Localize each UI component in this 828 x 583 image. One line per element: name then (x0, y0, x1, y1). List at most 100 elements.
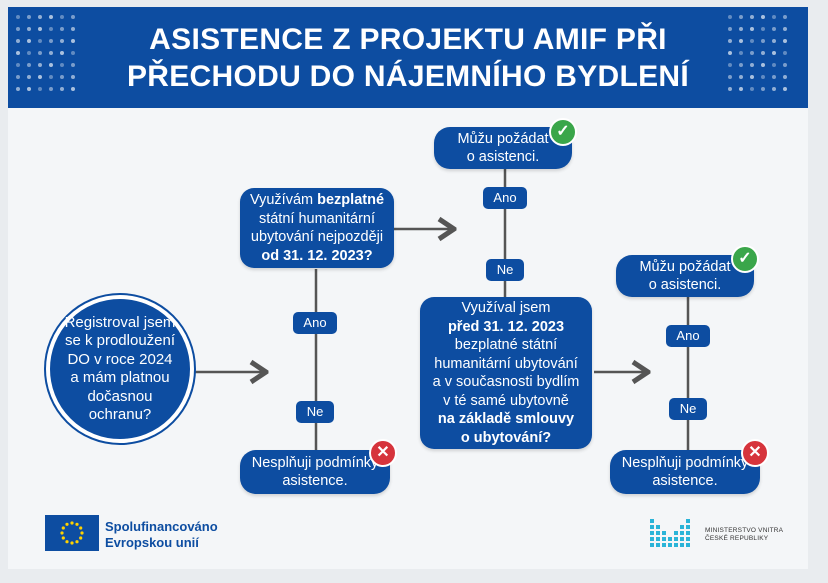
decorative-dot (49, 15, 53, 19)
eu-line-2: Evropskou unií (105, 535, 199, 550)
q2-line-2-bold: před 31. 12. 2023 (447, 318, 565, 335)
decorative-dot (38, 63, 42, 67)
decorative-dot (49, 51, 53, 55)
decorative-dot (71, 63, 75, 67)
q1-line-1: Využívám bezplatné (250, 191, 384, 210)
mv-line-1: MINISTERSTVO VNITRA (705, 527, 784, 534)
title-line-1: ASISTENCE Z PROJEKTU AMIF PŘI (149, 23, 667, 56)
decorative-dot (772, 27, 776, 31)
decorative-dot (761, 75, 765, 79)
q2-line-7-bold: na základě smlouvy (437, 411, 575, 427)
decorative-dot (60, 27, 64, 31)
q2-line-7: na základě smlouvy (438, 410, 574, 429)
label-no: Ne (486, 259, 524, 281)
decorative-dot (728, 75, 732, 79)
decorative-dot (761, 27, 765, 31)
q1-line-4: od 31. 12. 2023? (261, 247, 372, 266)
decorative-dot (16, 75, 20, 79)
q1-line-1-bold: bezplatné (317, 192, 385, 208)
decorative-dot (49, 75, 53, 79)
decorative-dot (728, 27, 732, 31)
decorative-dot (38, 51, 42, 55)
decorative-dot (783, 51, 787, 55)
decorative-dot (783, 39, 787, 43)
decorative-dot (49, 27, 53, 31)
decorative-dot (783, 87, 787, 91)
decorative-dot (71, 39, 75, 43)
q1-line-1-pre: Využívám (249, 192, 318, 208)
decorative-dot (38, 27, 42, 31)
q1-line-3: ubytování nejpozději (250, 229, 384, 245)
decorative-dot (71, 27, 75, 31)
decorative-dot (728, 51, 732, 55)
yes2-line-2: o asistenci. (648, 277, 722, 293)
decorative-dot (71, 51, 75, 55)
eu-stars-icon (60, 521, 84, 545)
decorative-dot (49, 63, 53, 67)
decorative-dot (772, 75, 776, 79)
decorative-dot (750, 39, 754, 43)
decorative-dot (60, 75, 64, 79)
label-yes: Ano (483, 187, 527, 209)
decorative-dot (761, 87, 765, 91)
decorative-dot (750, 63, 754, 67)
decorative-dot (38, 87, 42, 91)
result-not-eligible-2: Nesplňuji podmínky asistence. (610, 450, 760, 494)
decorative-dot (27, 39, 31, 43)
decorative-dot (783, 27, 787, 31)
decorative-dot (16, 51, 20, 55)
result-not-eligible-1: Nesplňuji podmínky asistence. (240, 450, 390, 494)
no1-line-1: Nesplňuji podmínky (251, 454, 379, 471)
decorative-dot (728, 63, 732, 67)
decorative-dot (761, 39, 765, 43)
label-yes: Ano (293, 312, 337, 334)
q1-line-2: státní humanitární (258, 210, 376, 227)
decorative-dot (60, 39, 64, 43)
start-line-5: dočasnou (87, 387, 153, 405)
no2-line-2: asistence. (652, 473, 718, 489)
decorative-dot (60, 87, 64, 91)
q2-line-4: humanitární ubytování (434, 355, 578, 372)
decorative-dot (772, 39, 776, 43)
decorative-dot (71, 87, 75, 91)
eu-flag-logo (45, 515, 99, 551)
decorative-dot (761, 15, 765, 19)
decorative-dot (772, 63, 776, 67)
page-title: ASISTENCE Z PROJEKTU AMIF PŘI PŘECHODU D… (98, 21, 718, 95)
decorative-dot (750, 27, 754, 31)
ministry-name: MINISTERSTVO VNITRA ČESKÉ REPUBLIKY (705, 527, 783, 543)
start-line-4: a mám platnou (70, 369, 170, 386)
label-yes: Ano (666, 325, 710, 347)
check-icon: ✓ (731, 245, 759, 273)
decorative-dot (16, 63, 20, 67)
decorative-dot (739, 87, 743, 91)
mv-line-2: ČESKÉ REPUBLIKY (705, 535, 769, 542)
cross-icon: ✕ (741, 439, 769, 467)
start-line-6: ochranu? (88, 406, 152, 423)
decorative-dot (27, 75, 31, 79)
decorative-dot (728, 39, 732, 43)
decorative-dot (27, 87, 31, 91)
start-line-2: se k prodloužení (64, 332, 176, 349)
header-banner: ASISTENCE Z PROJEKTU AMIF PŘI PŘECHODU D… (8, 7, 808, 108)
q2-line-6: v té samé ubytovně (443, 392, 569, 409)
check-icon: ✓ (549, 118, 577, 146)
label-no: Ne (669, 398, 707, 420)
decorative-dot (27, 51, 31, 55)
decorative-dot (27, 63, 31, 67)
question-registration: Registroval jsem se k prodloužení DO v r… (46, 295, 194, 443)
decorative-dot (739, 27, 743, 31)
decorative-dot (60, 63, 64, 67)
start-line-1: Registroval jsem (64, 313, 176, 331)
infographic: ASISTENCE Z PROJEKTU AMIF PŘI PŘECHODU D… (8, 7, 808, 569)
decorative-dot (761, 51, 765, 55)
decorative-dot (739, 51, 743, 55)
yes2-line-1: Můžu požádat (639, 258, 731, 275)
decorative-dot (38, 75, 42, 79)
q2-line-3: bezplatné státní (454, 337, 558, 353)
decorative-dot (16, 27, 20, 31)
start-line-3: DO v roce 2024 (67, 350, 173, 368)
title-line-2: PŘECHODU DO NÁJEMNÍHO BYDLENÍ (126, 60, 690, 93)
q1-line-4-bold: od 31. 12. 2023? (261, 247, 373, 264)
decorative-dot (16, 87, 20, 91)
